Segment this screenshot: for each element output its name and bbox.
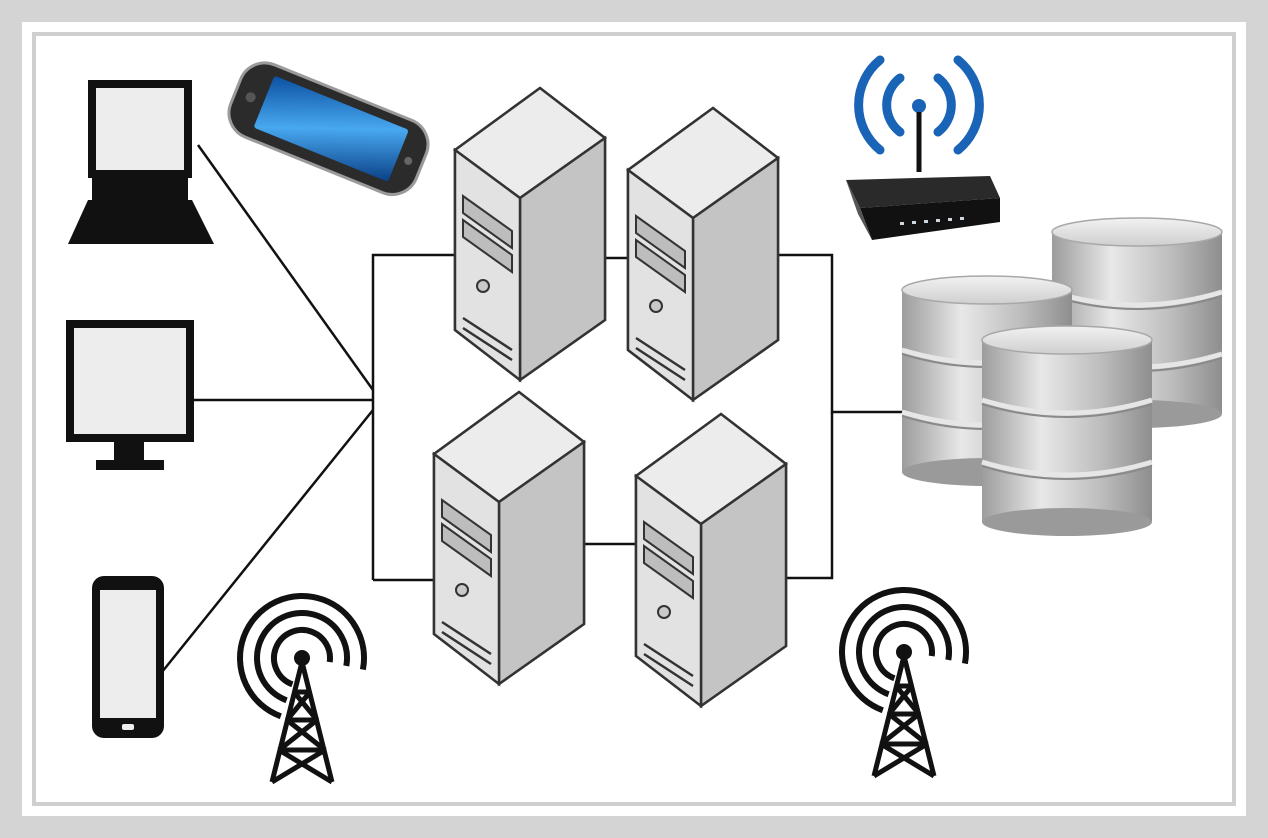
connection-lines — [161, 144, 905, 673]
wifi-router-icon — [846, 55, 1000, 240]
edge-tablet-hub — [161, 409, 374, 673]
cell-tower-icon — [839, 587, 969, 779]
edge-hub-server-1 — [371, 253, 460, 580]
smartphone-icon — [227, 61, 430, 196]
edge-server-2-databases — [775, 253, 905, 414]
server-icon — [432, 390, 586, 686]
server-icon — [453, 86, 607, 382]
cell-tower-icon — [237, 593, 367, 785]
edge-server-4-databases — [780, 412, 834, 580]
database-icon — [982, 326, 1152, 536]
server-icon — [626, 106, 780, 402]
laptop-icon — [68, 80, 214, 244]
server-icon — [634, 412, 788, 708]
frame-border — [32, 32, 1236, 806]
tablet-icon — [92, 576, 164, 738]
edge-laptop-hub — [196, 144, 375, 391]
database-stack-icon — [902, 218, 1222, 536]
desktop-monitor-icon — [66, 320, 194, 470]
